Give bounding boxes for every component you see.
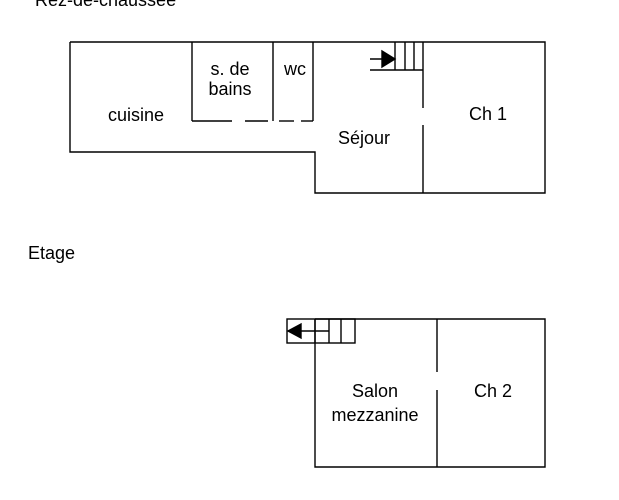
room-label-ch2: Ch 2	[474, 381, 513, 401]
ground-floor-title: Rez-de-chaussée	[35, 0, 177, 10]
room-label-salon: Salon mezzanine	[320, 381, 430, 425]
room-label-bathroom: s. de bains	[200, 59, 260, 99]
room-label-ch1: Ch 1	[469, 104, 508, 124]
room-label-cuisine: cuisine	[108, 105, 165, 125]
upper-stair-arrow-icon	[286, 322, 302, 340]
room-label-wc: wc	[284, 59, 306, 79]
room-label-bathroom-line1: s. de	[210, 59, 250, 79]
room-label-sejour: Séjour	[338, 128, 391, 148]
ground-staircase	[370, 42, 423, 71]
ground-stair-arrow-icon	[381, 49, 397, 69]
upper-floor-title: Etage	[28, 243, 76, 263]
upper-floor-outline	[314, 318, 546, 468]
ground-floor-outline	[69, 41, 546, 194]
room-label-bathroom-line2: bains	[208, 79, 252, 99]
room-label-salon-line2: mezzanine	[331, 405, 419, 425]
room-label-salon-line1: Salon	[351, 381, 399, 401]
